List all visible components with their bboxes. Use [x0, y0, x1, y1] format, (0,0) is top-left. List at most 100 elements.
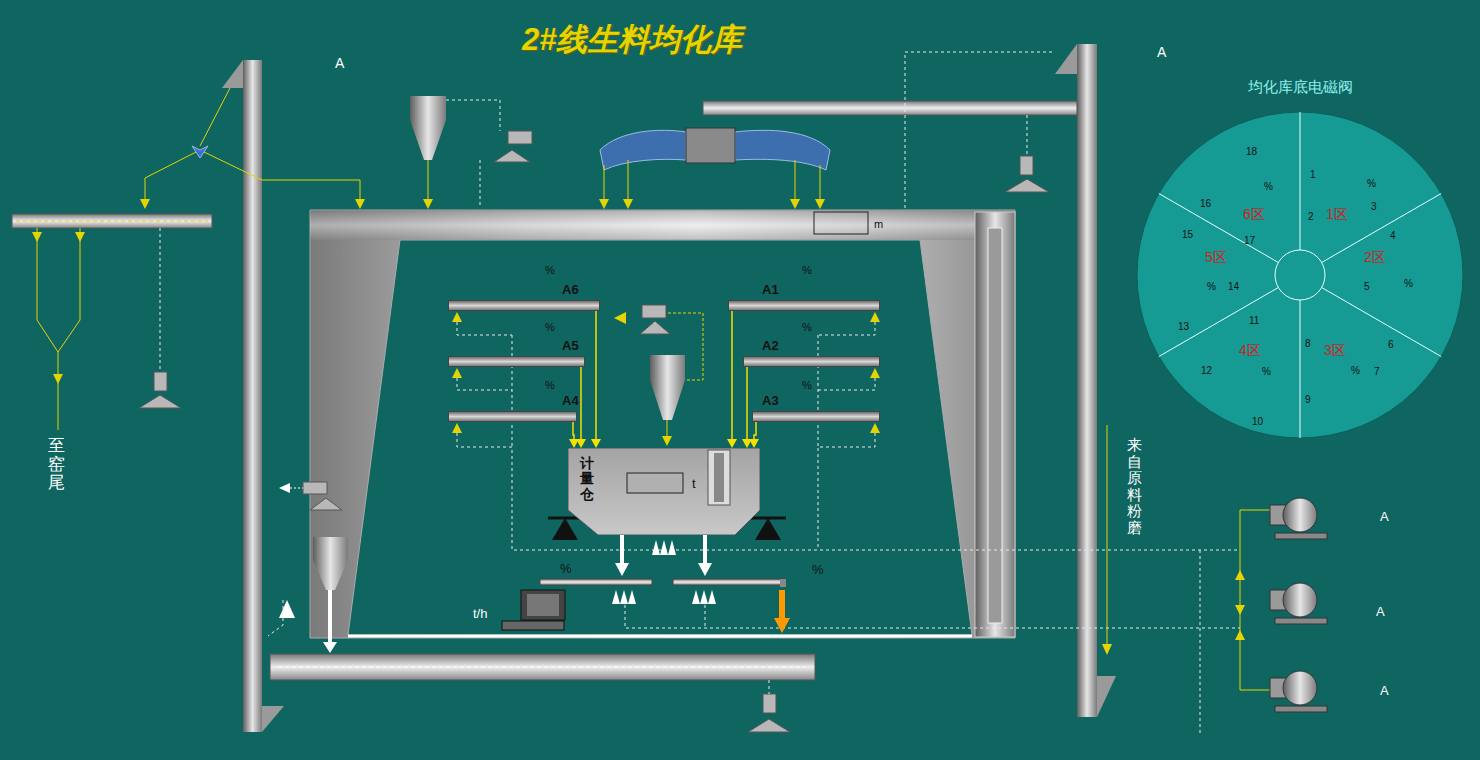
slide-bar: [743, 356, 880, 367]
plain-label: %: [1351, 366, 1360, 376]
fan-motor: [1270, 498, 1327, 712]
flow-line: [731, 311, 733, 439]
bucket-elevator: [975, 212, 1015, 637]
beam-bracket: [262, 706, 284, 732]
plain-label: 2区: [1364, 250, 1386, 264]
hopper: [313, 537, 348, 590]
plain-label: A: [1376, 605, 1385, 618]
panel-title: 均化库底电磁阀: [1135, 79, 1465, 94]
slide-bar: [752, 411, 880, 422]
vertical-label: 至窑尾: [48, 437, 65, 493]
plain-label: 8: [1305, 339, 1311, 349]
silo-floor: [348, 635, 972, 638]
flow-arrow: [727, 311, 737, 448]
plain-label: 16: [1200, 199, 1211, 209]
plain-label: A: [335, 56, 344, 70]
plain-label: t/h: [473, 607, 487, 620]
flow-arrow: [591, 311, 601, 448]
support-beam: [243, 60, 262, 732]
slide-label: A6: [562, 283, 579, 296]
plain-label: 14: [1228, 282, 1239, 292]
disc-hub: [1275, 250, 1325, 300]
weight-display: [627, 473, 683, 493]
elevator-shaft: [988, 228, 1002, 623]
plain-label: 13: [1178, 322, 1189, 332]
top-conveyor: [703, 101, 1077, 115]
sector-line: [1300, 300, 1301, 438]
slide-bar: [728, 300, 880, 311]
disc: [1137, 112, 1463, 438]
bin-name: 计量仓: [580, 456, 594, 502]
plain-label: %: [1262, 367, 1271, 377]
plain-label: A: [1380, 510, 1389, 523]
bin-body: [568, 448, 760, 535]
plain-label: 6: [1388, 340, 1394, 350]
level-gauge: [708, 450, 730, 505]
aeration-slide: A5: [448, 339, 585, 367]
plain-label: %: [545, 380, 555, 391]
plain-label: 7: [1374, 367, 1380, 377]
left-conveyor: [12, 214, 212, 228]
title-text: 2#线生料均化库: [522, 24, 742, 55]
beam-bracket: [1055, 44, 1077, 74]
beam-bracket: [1097, 676, 1116, 717]
flow-arrow: [749, 422, 759, 448]
plain-label: 4区: [1239, 343, 1261, 357]
plain-label: 11: [1249, 316, 1259, 326]
bin-outline: [568, 448, 760, 535]
flow-line: [595, 311, 597, 439]
conveyor-line: [16, 221, 208, 222]
plain-label: 9: [1305, 395, 1311, 405]
valve-disc-outline: [1135, 95, 1465, 441]
level-display: [814, 212, 868, 234]
plain-label: %: [1404, 279, 1413, 289]
flow-arrow: [569, 422, 579, 448]
plain-label: %: [545, 265, 555, 276]
plain-label: A: [1157, 45, 1166, 59]
plain-label: 4: [1390, 231, 1396, 241]
beam-bracket: [222, 60, 243, 88]
sector-line: [1322, 288, 1442, 357]
slide-label: A3: [762, 394, 779, 407]
conveyor-line: [278, 667, 806, 668]
plain-label: %: [1207, 282, 1216, 292]
aeration-slide: A6: [448, 283, 600, 311]
slide-label: A5: [562, 339, 579, 352]
plain-label: 2: [1308, 212, 1314, 222]
plain-label: 3区: [1324, 343, 1346, 357]
air-duct: [735, 130, 830, 170]
aeration-slide: A2: [743, 339, 880, 367]
plain-label: 12: [1201, 366, 1212, 376]
plain-label: %: [812, 563, 824, 576]
flow-line: [580, 367, 582, 439]
slide-bar: [448, 411, 577, 422]
vertical-label: 来自原料粉磨: [1127, 437, 1142, 536]
plain-label: %: [560, 562, 572, 575]
plain-label: 6区: [1243, 207, 1265, 221]
aeration-slide: A3: [752, 394, 880, 422]
aeration-slide: A1: [728, 283, 880, 311]
arrow-head: [749, 439, 759, 448]
metering-bin: 计量仓 t: [568, 448, 760, 535]
level-gauge-bar: [714, 453, 724, 502]
slide-label: A2: [762, 339, 779, 352]
unit-label: t: [692, 477, 696, 490]
flow-arrow: [576, 367, 586, 448]
splitter: [192, 146, 208, 158]
hopper: [410, 96, 446, 160]
plain-label: 15: [1182, 230, 1193, 240]
support-beam: [1077, 44, 1097, 717]
hopper: [650, 355, 685, 420]
plain-label: 18: [1246, 147, 1257, 157]
plain-label: %: [802, 380, 812, 391]
plain-label: %: [1367, 179, 1376, 189]
slide-bar: [448, 300, 600, 311]
plain-label: 1区: [1326, 207, 1348, 221]
plain-label: 3: [1371, 202, 1377, 212]
plain-label: 5: [1364, 282, 1370, 292]
slide-bar: [448, 356, 585, 367]
air-duct: [600, 130, 686, 170]
slide-label: A4: [562, 394, 579, 407]
plain-label: 10: [1252, 417, 1263, 427]
